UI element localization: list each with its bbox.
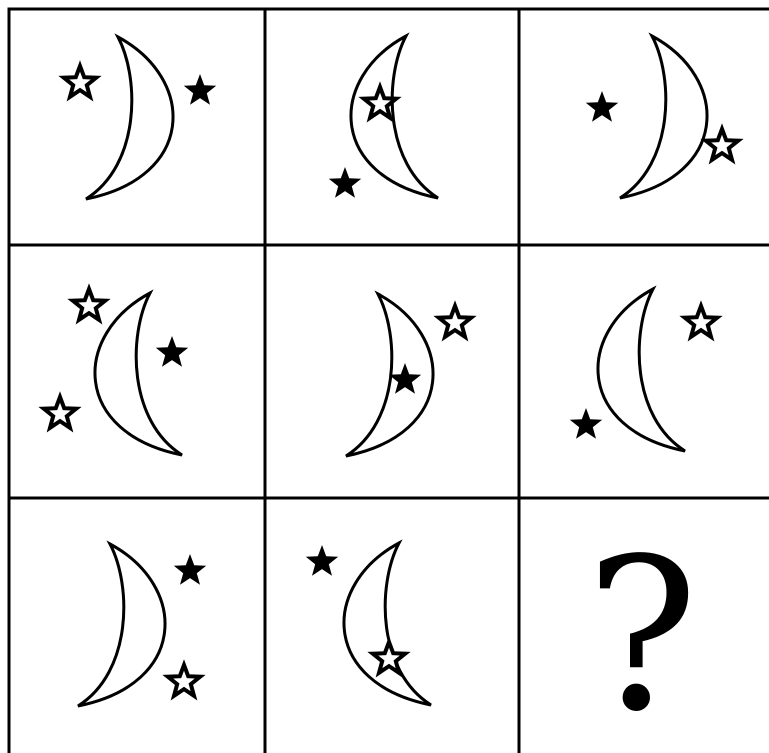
filled-star-icon	[570, 408, 602, 439]
cell-1	[64, 37, 216, 199]
outline-star-icon	[168, 665, 200, 696]
filled-star-icon	[329, 167, 361, 198]
filled-star-icon	[174, 554, 206, 585]
cell-2	[329, 36, 438, 198]
outline-star-icon	[706, 129, 738, 160]
filled-star-icon	[306, 545, 338, 576]
crescent-moon-icon	[344, 543, 431, 705]
crescent-moon-icon	[95, 293, 182, 455]
cell-7	[78, 544, 206, 706]
cell-5	[346, 294, 471, 456]
crescent-moon-icon	[598, 289, 685, 451]
cell-3	[586, 36, 738, 198]
question-mark: ?	[586, 513, 699, 753]
crescent-moon-icon	[86, 37, 173, 199]
cell-6	[570, 289, 717, 451]
outline-star-icon	[64, 66, 96, 97]
cell-9: ?	[586, 513, 699, 753]
crescent-moon-icon	[351, 36, 438, 198]
crescent-moon-icon	[620, 36, 707, 198]
filled-star-icon	[184, 74, 216, 105]
filled-star-icon	[586, 91, 618, 122]
outline-star-icon	[44, 397, 76, 428]
cell-4	[44, 289, 188, 455]
outline-star-icon	[73, 289, 105, 320]
cell-8	[306, 543, 431, 705]
outline-star-icon	[685, 306, 717, 337]
crescent-moon-icon	[78, 544, 165, 706]
filled-star-icon	[156, 336, 188, 367]
outline-star-icon	[439, 306, 471, 337]
